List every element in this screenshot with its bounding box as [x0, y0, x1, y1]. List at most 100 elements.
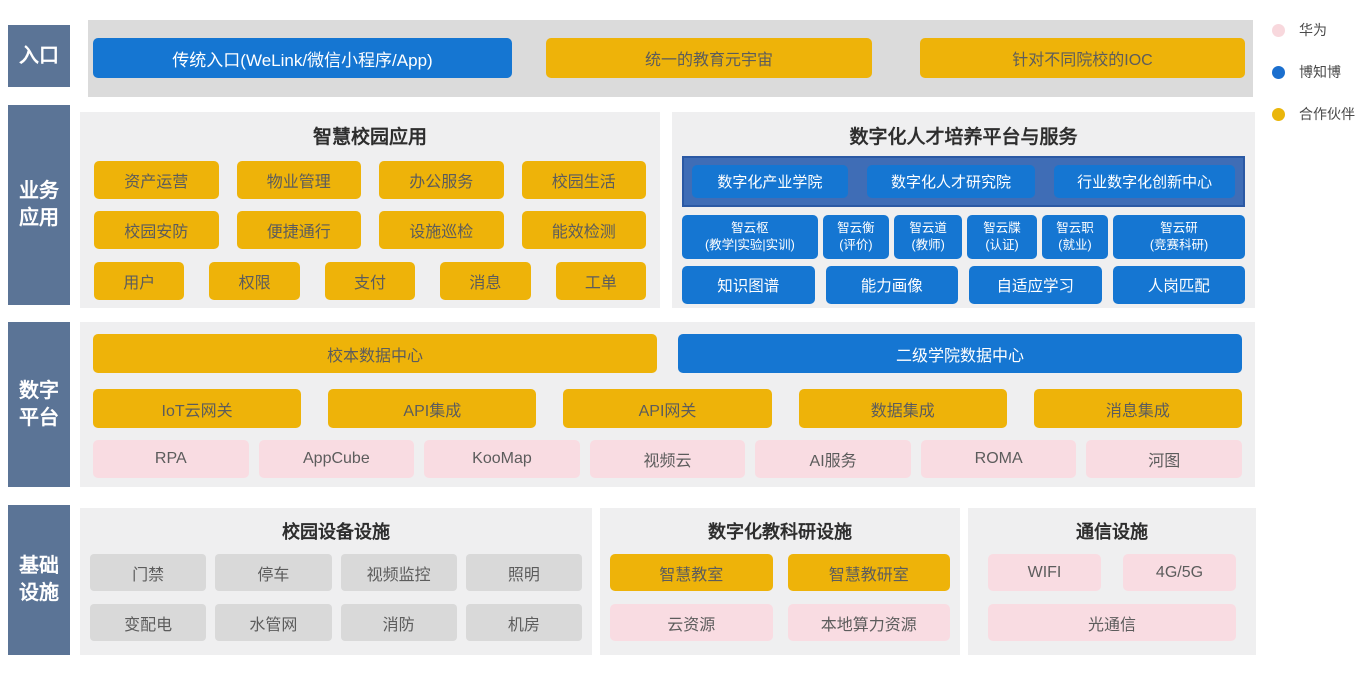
huawei-service-box: KooMap	[424, 440, 580, 478]
panel-title: 数字化人才培养平台与服务	[682, 122, 1245, 149]
huawei-services-row: RPA AppCube KooMap 视频云 AI服务 ROMA 河图	[93, 440, 1242, 478]
product-sub: (认证)	[985, 237, 1018, 254]
sidebar-label-text: 基础设施	[16, 553, 62, 607]
panel-title: 智慧校园应用	[94, 122, 646, 149]
sidebar-label-text: 业务应用	[16, 178, 62, 232]
integration-row: IoT云网关 API集成 API网关 数据集成 消息集成	[93, 389, 1242, 428]
panel-digital-platform: 校本数据中心 二级学院数据中心 IoT云网关 API集成 API网关 数据集成 …	[80, 322, 1255, 487]
huawei-service-box: ROMA	[921, 440, 1077, 478]
entry-traditional-box: 传统入口(WeLink/微信小程序/App)	[93, 38, 512, 78]
facility-box: 消防	[341, 604, 457, 641]
capability-box: 自适应学习	[969, 266, 1102, 304]
capability-box: 人岗匹配	[1113, 266, 1246, 304]
campus-app-box: 校园生活	[522, 161, 647, 199]
panel-research-facilities: 数字化教科研设施 智慧教室 智慧教研室 云资源 本地算力资源	[600, 508, 960, 655]
sidebar-label-digital-platform: 数字平台	[8, 322, 70, 487]
panel-digital-talent-platform: 数字化人才培养平台与服务 数字化产业学院 数字化人才研究院 行业数字化创新中心 …	[672, 112, 1255, 308]
facility-box: 智慧教研室	[788, 554, 951, 591]
capabilities-row: 知识图谱 能力画像 自适应学习 人岗匹配	[682, 266, 1245, 304]
facility-box: 停车	[215, 554, 331, 591]
panel-campus-facilities: 校园设备设施 门禁 停车 视频监控 照明 变配电 水管网 消防 机房	[80, 508, 592, 655]
institute-box: 数字化产业学院	[692, 165, 848, 198]
huawei-service-box: AppCube	[259, 440, 415, 478]
campus-app-box: 权限	[209, 262, 299, 300]
legend-label: 华为	[1299, 20, 1327, 40]
panel-title: 数字化教科研设施	[610, 518, 950, 544]
legend-item-bozhibo: 博知博	[1272, 62, 1355, 82]
campus-facility-row-2: 变配电 水管网 消防 机房	[90, 604, 582, 641]
college-data-center-box: 二级学院数据中心	[678, 334, 1242, 373]
huawei-service-box: 视频云	[590, 440, 746, 478]
huawei-dot-icon	[1272, 24, 1285, 37]
zhiyun-product-box: 智云职 (就业)	[1042, 215, 1108, 259]
partner-dot-icon	[1272, 108, 1285, 121]
product-name: 智云牒	[983, 220, 1021, 237]
campus-apps-row-2: 校园安防 便捷通行 设施巡检 能效检测	[94, 211, 646, 249]
campus-app-box: 用户	[94, 262, 184, 300]
legend: 华为 博知博 合作伙伴	[1272, 20, 1355, 124]
facility-box: 4G/5G	[1123, 554, 1236, 591]
bozhibo-dot-icon	[1272, 66, 1285, 79]
zhiyun-product-box: 智云道 (教师)	[894, 215, 962, 259]
institutes-frame: 数字化产业学院 数字化人才研究院 行业数字化创新中心	[682, 156, 1245, 207]
integration-box: 消息集成	[1034, 389, 1242, 428]
campus-app-box: 便捷通行	[237, 211, 362, 249]
school-data-center-box: 校本数据中心	[93, 334, 657, 373]
sidebar-label-business-apps: 业务应用	[8, 105, 70, 305]
facility-box: 变配电	[90, 604, 206, 641]
data-center-row: 校本数据中心 二级学院数据中心	[93, 334, 1242, 373]
legend-item-partner: 合作伙伴	[1272, 104, 1355, 124]
facility-box: 水管网	[215, 604, 331, 641]
facility-box: 智慧教室	[610, 554, 773, 591]
panel-smart-campus-apps: 智慧校园应用 资产运营 物业管理 办公服务 校园生活 校园安防 便捷通行 设施巡…	[80, 112, 660, 308]
sidebar-label-infrastructure: 基础设施	[8, 505, 70, 655]
product-sub: (教师)	[912, 237, 945, 254]
legend-label: 博知博	[1299, 62, 1341, 82]
product-name: 智云衡	[837, 220, 875, 237]
research-facility-row-1: 智慧教室 智慧教研室	[610, 554, 950, 591]
zhiyun-product-box: 智云衡 (评价)	[823, 215, 889, 259]
huawei-service-box: 河图	[1086, 440, 1242, 478]
capability-box: 知识图谱	[682, 266, 815, 304]
campus-app-box: 工单	[556, 262, 646, 300]
zhiyun-product-box: 智云研 (竞赛科研)	[1113, 215, 1245, 259]
integration-box: API网关	[563, 389, 771, 428]
comm-facility-row-2: 光通信	[988, 604, 1236, 641]
facility-box: 视频监控	[341, 554, 457, 591]
huawei-service-box: AI服务	[755, 440, 911, 478]
product-sub: (就业)	[1058, 237, 1091, 254]
zhiyun-product-box: 智云枢 (教学|实验|实训)	[682, 215, 818, 259]
product-name: 智云道	[909, 220, 947, 237]
campus-facility-row-1: 门禁 停车 视频监控 照明	[90, 554, 582, 591]
facility-box: 本地算力资源	[788, 604, 951, 641]
entry-ioc-box: 针对不同院校的IOC	[920, 38, 1245, 78]
integration-box: 数据集成	[799, 389, 1007, 428]
panel-title: 校园设备设施	[90, 518, 582, 544]
campus-app-box: 资产运营	[94, 161, 219, 199]
zhiyun-product-box: 智云牒 (认证)	[967, 215, 1037, 259]
legend-item-huawei: 华为	[1272, 20, 1355, 40]
product-name: 智云研	[1160, 220, 1198, 237]
campus-app-box: 物业管理	[237, 161, 362, 199]
campus-app-box: 消息	[440, 262, 530, 300]
campus-app-box: 校园安防	[94, 211, 219, 249]
sidebar-label-text: 数字平台	[16, 378, 62, 432]
product-name: 智云枢	[731, 220, 769, 237]
campus-app-box: 设施巡检	[379, 211, 504, 249]
facility-box: 云资源	[610, 604, 773, 641]
campus-app-box: 支付	[325, 262, 415, 300]
facility-box: 门禁	[90, 554, 206, 591]
research-facility-row-2: 云资源 本地算力资源	[610, 604, 950, 641]
panel-comm-facilities: 通信设施 WIFI 4G/5G 光通信	[968, 508, 1256, 655]
integration-box: API集成	[328, 389, 536, 428]
panel-title: 通信设施	[988, 518, 1236, 544]
product-name: 智云职	[1056, 220, 1094, 237]
product-sub: (教学|实验|实训)	[705, 237, 795, 254]
comm-facility-row-1: WIFI 4G/5G	[988, 554, 1236, 591]
product-sub: (评价)	[839, 237, 872, 254]
campus-app-box: 能效检测	[522, 211, 647, 249]
capability-box: 能力画像	[826, 266, 959, 304]
sidebar-label-text: 入口	[16, 43, 62, 70]
facility-box: 照明	[466, 554, 582, 591]
